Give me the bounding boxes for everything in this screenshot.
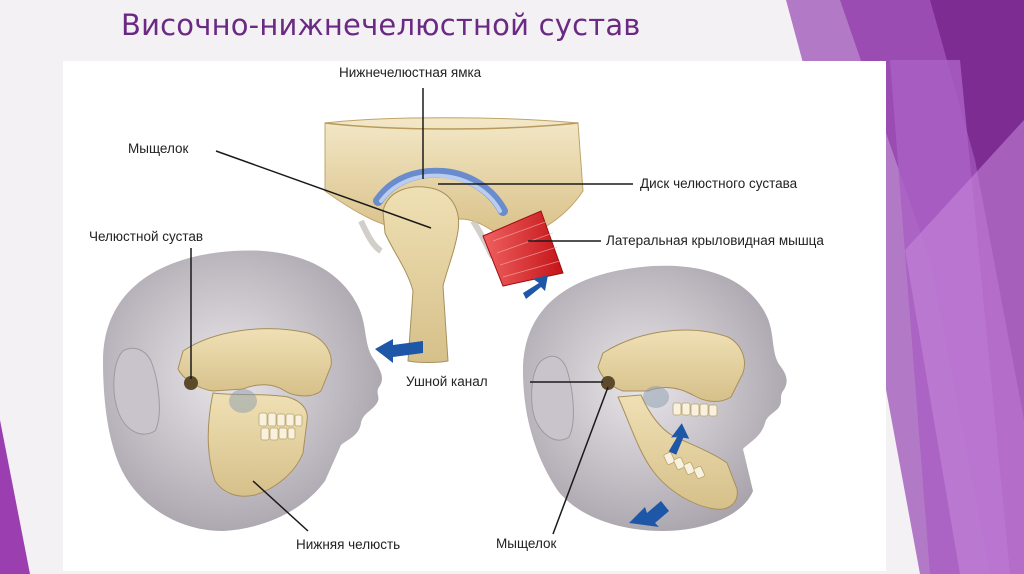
label-lateral-pterygoid: Латеральная крыловидная мышца: [606, 233, 824, 248]
label-lower-jaw: Нижняя челюсть: [296, 537, 401, 552]
label-condyle-bottom: Мыщелок: [496, 536, 557, 551]
label-jaw-joint: Челюстной сустав: [89, 229, 204, 244]
label-mandibular-fossa: Нижнечелюстная ямка: [339, 65, 482, 80]
label-ear-canal: Ушной канал: [406, 374, 488, 389]
label-condyle-top: Мыщелок: [128, 141, 189, 156]
slide-title: Височно-нижнечелюстной сустав: [121, 8, 641, 42]
label-joint-disc: Диск челюстного сустава: [640, 176, 798, 191]
left-head: [103, 250, 382, 532]
right-head: [523, 265, 787, 531]
leader-lines: [190, 88, 633, 535]
tmj-diagram: Нижнечелюстная ямка Мыщелок Диск челюстн…: [63, 61, 886, 571]
tmj-illustration: [103, 88, 787, 535]
motion-arrows: [375, 275, 690, 527]
joint-closeup: [324, 117, 584, 363]
